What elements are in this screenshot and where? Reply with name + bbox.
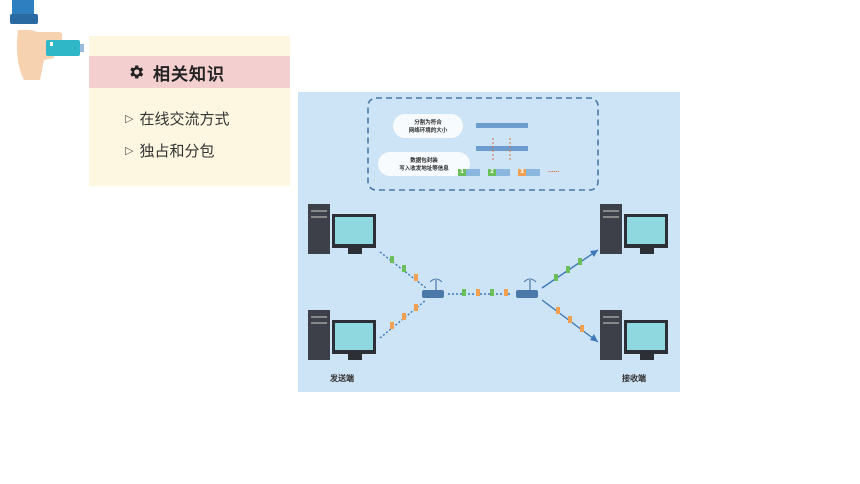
packet-number: 1 <box>460 169 464 175</box>
sender-label: 发送端 <box>330 374 354 383</box>
packet-switching-diagram: 分割为符合 网络环境的大小 数据包封装 写入收发地址等信息 1 2 3 …… 发… <box>298 92 680 392</box>
data-bar-split <box>476 146 528 151</box>
encapsulate-label: 数据包封装 写入收发地址等信息 <box>399 158 449 172</box>
gear-icon <box>130 65 144 79</box>
packet-1 <box>458 169 480 176</box>
triangle-bullet-icon: ▷ <box>125 112 134 125</box>
sender-computer-top <box>308 204 376 254</box>
card-item-label: 独占和分包 <box>139 142 215 160</box>
hand-usb-icon <box>10 0 84 80</box>
packet-2 <box>488 169 510 176</box>
card-item-label: 在线交流方式 <box>139 110 230 128</box>
router-right <box>516 278 538 298</box>
triangle-bullet-icon: ▷ <box>125 144 134 157</box>
split-label: 分割为符合 网络环境的大小 <box>408 120 448 134</box>
packet-number: 3 <box>520 169 524 175</box>
card-header: 相关知识 <box>89 56 290 88</box>
card-item-exclusive-packet: ▷ 独占和分包 <box>125 140 214 161</box>
packet-ellipsis: …… <box>548 168 559 174</box>
sender-computer-bottom <box>308 310 376 360</box>
packets-in-transit <box>390 256 584 332</box>
receiver-computer-bottom <box>600 310 668 360</box>
packet-process-box <box>367 97 599 191</box>
packet-3 <box>518 169 540 176</box>
card-item-online-communication: ▷ 在线交流方式 <box>125 108 229 129</box>
packet-number: 2 <box>490 169 494 175</box>
receiver-label: 接收端 <box>622 374 646 383</box>
router-left <box>422 278 444 298</box>
data-bar <box>476 123 528 128</box>
knowledge-card: 相关知识 ▷ 在线交流方式 ▷ 独占和分包 <box>89 36 290 186</box>
card-title: 相关知识 <box>153 64 225 85</box>
receiver-computer-top <box>600 204 668 254</box>
